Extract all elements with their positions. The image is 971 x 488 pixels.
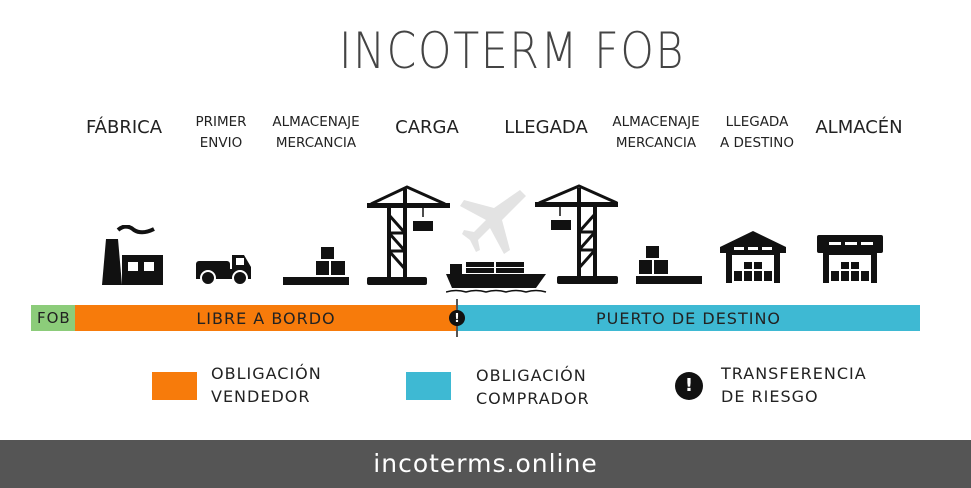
label-line: PRIMER	[195, 114, 247, 130]
legend-line: VENDEDOR	[211, 387, 311, 406]
obligation-bar: FOB LIBRE A BORDO PUERTO DE DESTINO	[31, 305, 920, 331]
stage-label-almacen: ALMACÉN	[815, 117, 903, 138]
legend-line: OBLIGACIÓN	[211, 364, 322, 383]
label-line: MERCANCIA	[615, 135, 697, 151]
stage-label-carga: CARGA	[395, 117, 459, 138]
legend-line: DE RIESGO	[721, 387, 819, 406]
stage-label-almacenaje: ALMACENAJE MERCANCIA	[272, 112, 359, 154]
legend-line: COMPRADOR	[476, 389, 590, 408]
label-line: MERCANCIA	[275, 135, 357, 151]
seller-swatch	[152, 372, 197, 400]
risk-legend-icon: !	[675, 372, 703, 400]
label-line: ALMACENAJE	[272, 114, 360, 130]
ship-icon	[446, 262, 547, 293]
truck-icon	[196, 255, 251, 286]
seller-segment: LIBRE A BORDO	[75, 305, 457, 331]
legend-seller: OBLIGACIÓN VENDEDOR	[211, 362, 322, 408]
factory-icon	[102, 225, 163, 285]
risk-transfer-icon: !	[449, 310, 465, 326]
label-line: LLEGADA	[725, 114, 789, 130]
stage-label-llegada-destino: LLEGADA A DESTINO	[720, 112, 794, 154]
warehouse-icon	[817, 235, 883, 283]
stage-label-primer-envio: PRIMER ENVIO	[195, 112, 246, 154]
label-line: A DESTINO	[720, 135, 794, 151]
boxes-icon	[283, 247, 349, 285]
legend-buyer: OBLIGACIÓN COMPRADOR	[476, 364, 590, 410]
stage-label-llegada: LLEGADA	[504, 117, 588, 138]
stage-label-fabrica: FÁBRICA	[85, 117, 163, 138]
legend-risk: TRANSFERENCIA DE RIESGO	[721, 362, 867, 408]
crane-icon	[535, 184, 618, 284]
legend-line: TRANSFERENCIA	[721, 364, 867, 383]
page-title: INCOTERM FOB	[338, 22, 686, 80]
incoterm-tag: FOB	[31, 305, 77, 331]
warehouse-icon	[720, 231, 786, 283]
crane-icon	[367, 185, 450, 285]
stage-label-almacenaje-destino: ALMACENAJE MERCANCIA	[612, 112, 699, 154]
label-line: ALMACENAJE	[612, 114, 700, 130]
boxes-icon	[636, 246, 702, 284]
plane-icon	[460, 190, 526, 254]
buyer-segment: PUERTO DE DESTINO	[457, 305, 920, 331]
footer-site: incoterms.online	[0, 440, 971, 488]
legend-line: OBLIGACIÓN	[476, 366, 587, 385]
label-line: ENVIO	[199, 135, 243, 151]
buyer-swatch	[406, 372, 451, 400]
